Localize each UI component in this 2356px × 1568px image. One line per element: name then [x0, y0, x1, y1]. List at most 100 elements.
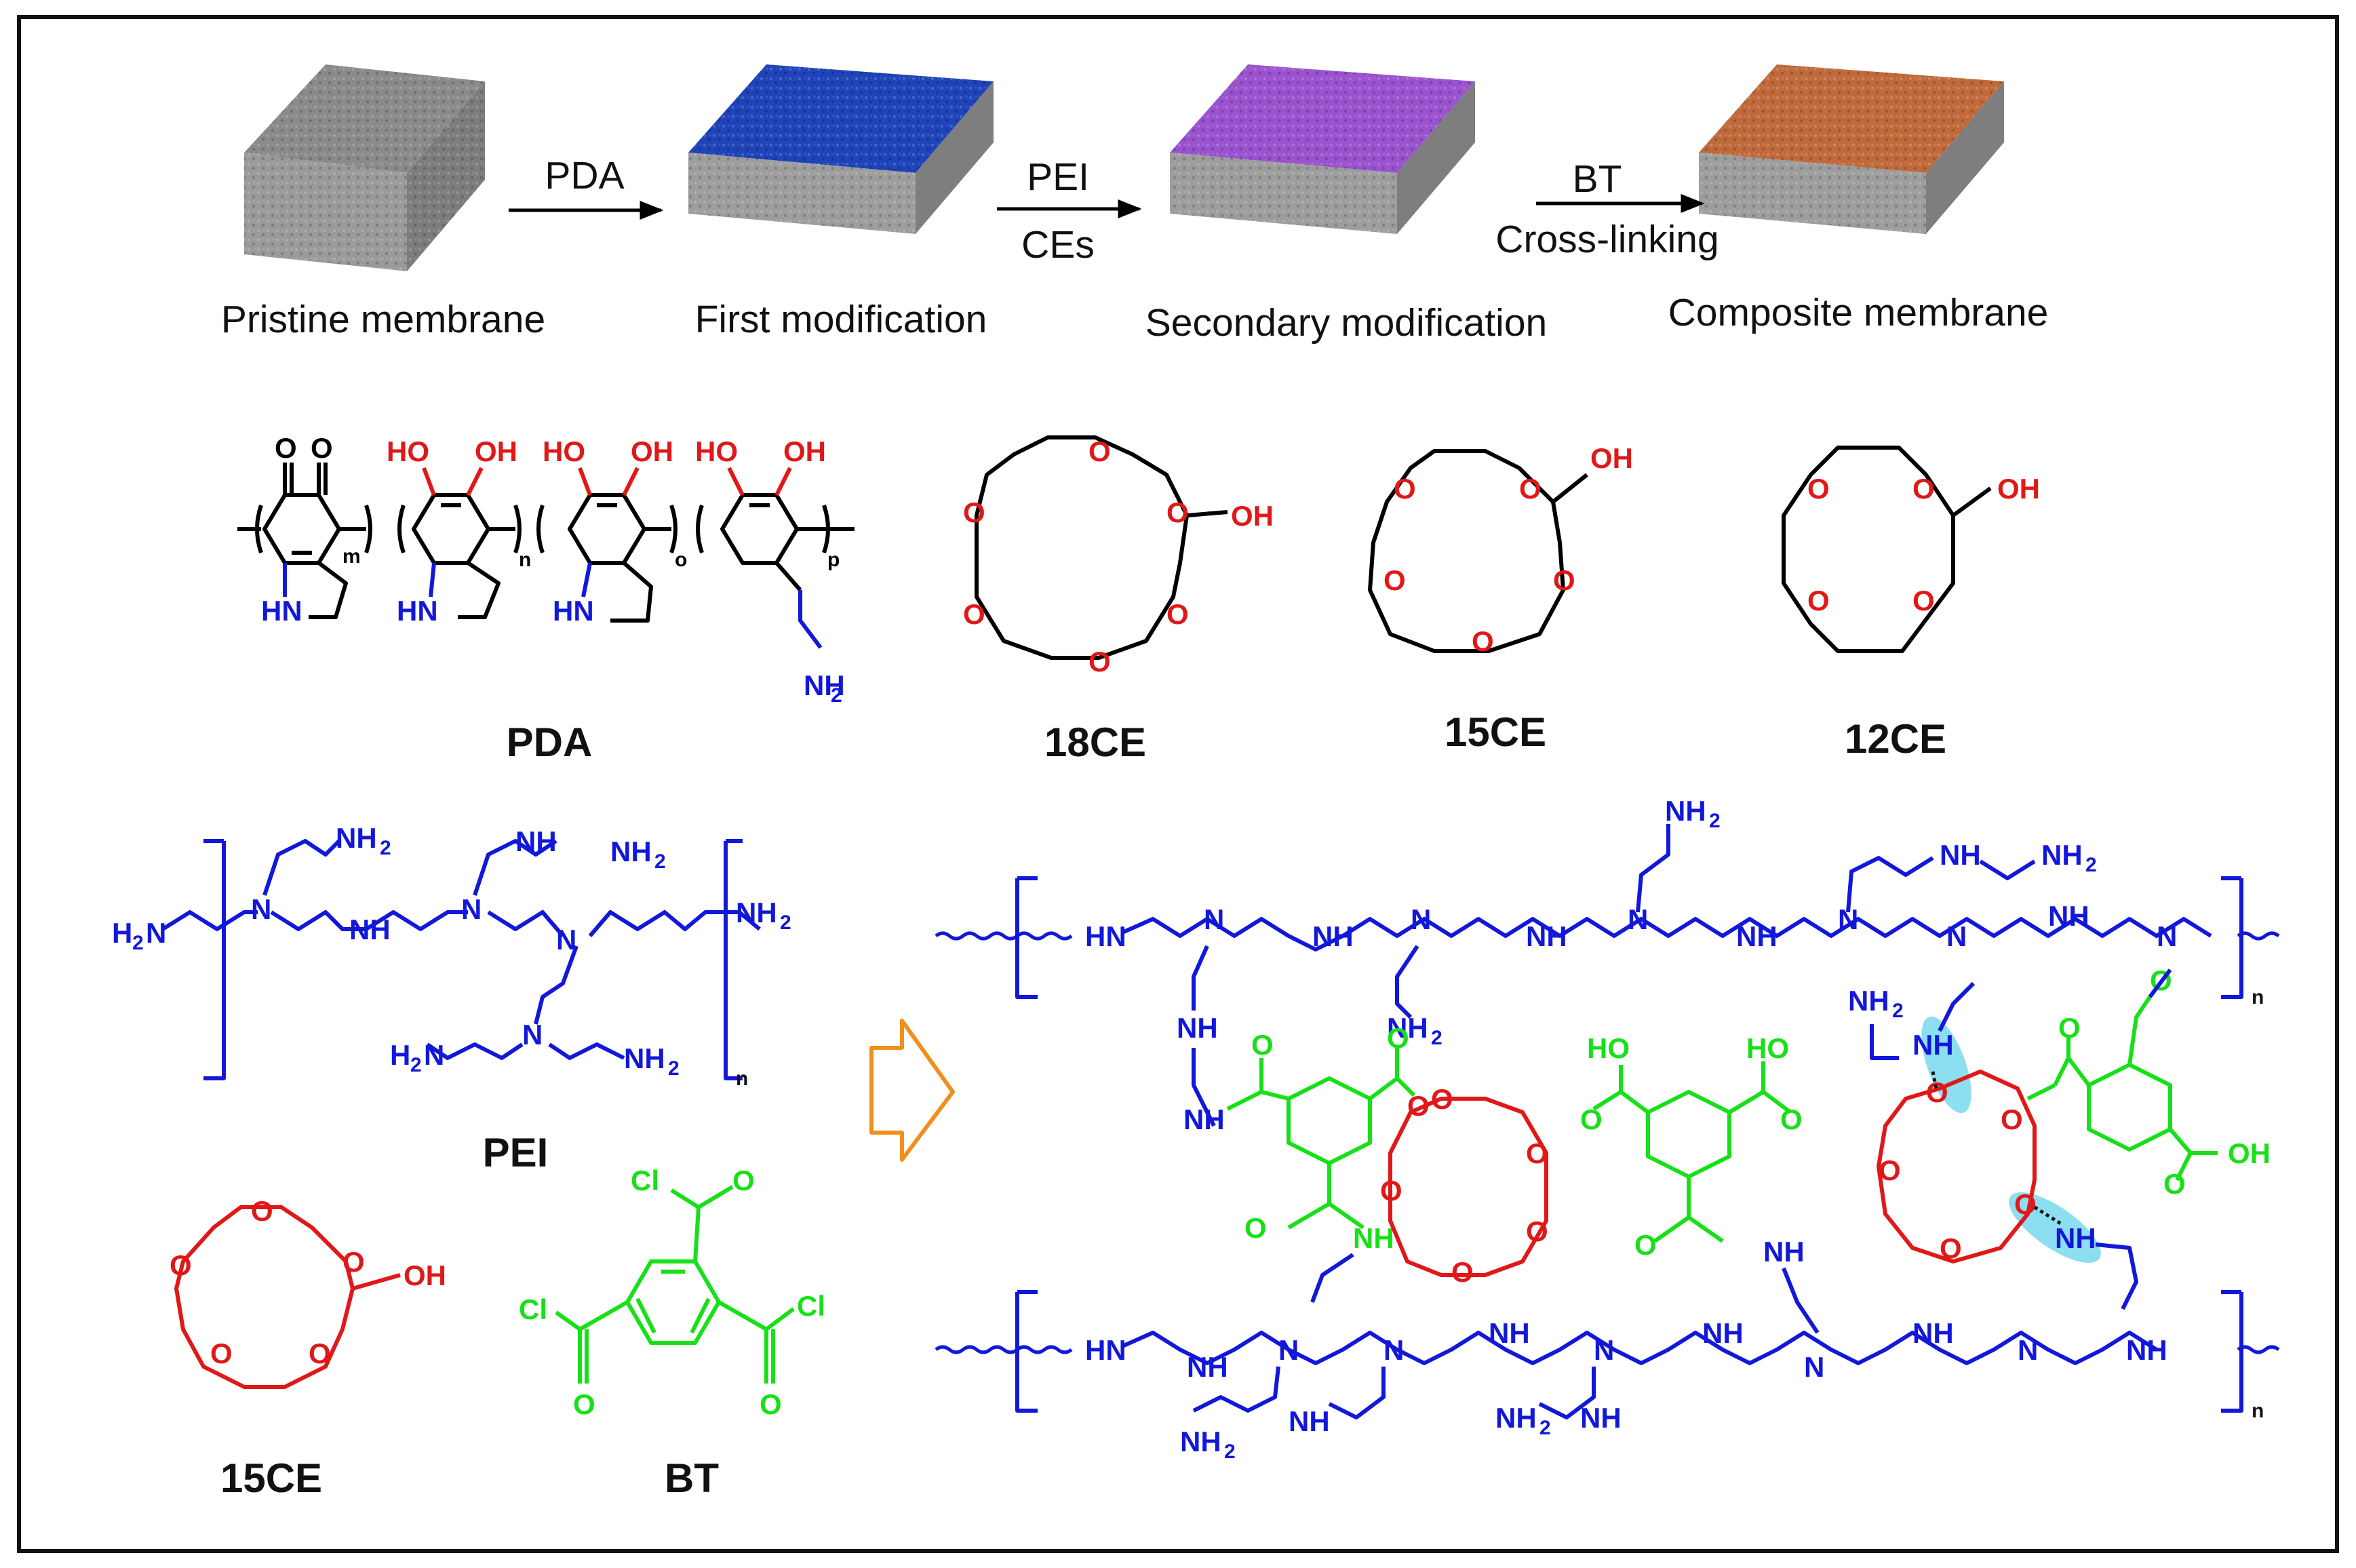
svg-text:N: N	[424, 1039, 444, 1071]
svg-text:O: O	[1926, 1076, 1948, 1108]
svg-text:O: O	[1251, 1029, 1274, 1061]
svg-text:NH: NH	[515, 825, 557, 857]
svg-text:O: O	[1166, 598, 1189, 630]
svg-text:n: n	[736, 1067, 748, 1090]
svg-text:NH: NH	[2041, 839, 2083, 871]
svg-text:O: O	[1394, 473, 1416, 505]
svg-text:NH: NH	[1289, 1405, 1330, 1437]
pei-structure: H 2 N N NH 2 NH N NH N NH 2 NH 2 H 2 N N…	[112, 822, 791, 1090]
step-label-composite: Composite membrane	[1668, 291, 2049, 334]
svg-text:O: O	[1526, 1215, 1548, 1247]
svg-text:O: O	[1088, 435, 1111, 467]
svg-text:O: O	[1526, 1137, 1548, 1169]
svg-text:O: O	[963, 496, 985, 528]
svg-text:Cl: Cl	[519, 1293, 547, 1325]
svg-text:HO: HO	[387, 435, 429, 467]
svg-text:NH: NH	[1912, 1029, 1954, 1061]
svg-text:o: o	[675, 549, 687, 571]
svg-text:O: O	[1553, 564, 1575, 596]
svg-text:Cl: Cl	[797, 1290, 825, 1322]
svg-text:O: O	[2058, 1012, 2081, 1044]
svg-text:NH: NH	[624, 1042, 665, 1074]
svg-text:O: O	[1472, 625, 1494, 657]
svg-text:O: O	[1912, 473, 1935, 505]
svg-text:O: O	[1387, 1022, 1409, 1054]
svg-text:NH: NH	[736, 897, 777, 928]
svg-text:O: O	[1519, 473, 1542, 505]
svg-text:NH: NH	[1180, 1426, 1221, 1457]
svg-text:O: O	[1807, 585, 1830, 616]
svg-text:OH: OH	[2228, 1137, 2271, 1169]
svg-text:NH: NH	[1187, 1351, 1228, 1383]
svg-text:O: O	[251, 1195, 273, 1227]
18ce-title: 18CE	[1044, 720, 1146, 765]
svg-text:N: N	[556, 924, 576, 956]
svg-text:2: 2	[654, 850, 666, 873]
figure-frame	[17, 15, 2339, 1553]
svg-text:OH: OH	[1997, 473, 2040, 505]
svg-text:O: O	[1166, 496, 1189, 528]
svg-text:N: N	[522, 1019, 543, 1051]
svg-text:n: n	[2252, 1400, 2264, 1422]
svg-text:O: O	[963, 598, 985, 630]
svg-text:CEs: CEs	[1021, 223, 1095, 267]
svg-text:OH: OH	[783, 435, 826, 467]
svg-text:OH: OH	[475, 435, 517, 467]
svg-text:O: O	[2163, 1168, 2186, 1200]
svg-text:O: O	[1634, 1229, 1657, 1261]
svg-text:NH: NH	[1665, 795, 1706, 827]
svg-text:HN: HN	[553, 595, 594, 627]
svg-text:HN: HN	[261, 595, 302, 627]
svg-text:n: n	[519, 549, 531, 571]
membrane-first-modification	[688, 64, 994, 234]
svg-text:O: O	[1580, 1103, 1603, 1135]
svg-text:O: O	[1879, 1154, 1901, 1186]
svg-text:O: O	[210, 1337, 233, 1369]
svg-text:2: 2	[1224, 1440, 1236, 1463]
svg-text:NH: NH	[1940, 839, 1981, 871]
15ce-reactant-title: 15CE	[220, 1455, 322, 1501]
svg-text:2: 2	[132, 932, 144, 954]
svg-text:O: O	[2014, 1188, 2037, 1220]
svg-text:2: 2	[780, 912, 791, 934]
hbond-highlight	[1921, 1016, 1971, 1114]
svg-text:NH: NH	[1353, 1222, 1394, 1254]
svg-text:O: O	[1380, 1175, 1402, 1207]
svg-text:PEI: PEI	[1027, 155, 1089, 199]
svg-text:2: 2	[1539, 1417, 1551, 1439]
svg-text:HO: HO	[1587, 1032, 1630, 1064]
arrow-pda: PDA	[509, 154, 664, 220]
svg-text:NH: NH	[1183, 1103, 1225, 1135]
svg-text:O: O	[170, 1249, 192, 1281]
crown-ether-12ce: O O O O OH	[1782, 446, 2040, 653]
svg-text:m: m	[342, 545, 361, 568]
svg-text:NH: NH	[610, 836, 652, 867]
svg-text:NH: NH	[1312, 920, 1354, 952]
svg-text:HO: HO	[543, 435, 585, 467]
crown-ether-18ce: O O O O O O OH	[963, 435, 1274, 678]
svg-text:NH: NH	[1763, 1236, 1805, 1268]
step-label-pristine: Pristine membrane	[221, 298, 545, 341]
svg-text:O: O	[1451, 1256, 1474, 1288]
svg-text:N: N	[1946, 920, 1967, 952]
svg-text:NH: NH	[1736, 920, 1778, 952]
crown-ether-15ce: O O O O O OH	[1368, 442, 1633, 657]
svg-text:O: O	[1780, 1103, 1803, 1135]
svg-text:Cross-linking: Cross-linking	[1495, 218, 1719, 261]
svg-text:O: O	[1912, 585, 1935, 616]
svg-text:N: N	[1411, 903, 1431, 935]
svg-text:N: N	[1278, 1334, 1299, 1366]
15ce-title: 15CE	[1445, 709, 1546, 755]
svg-text:NH: NH	[1912, 1317, 1954, 1349]
svg-text:O: O	[1431, 1083, 1453, 1115]
svg-text:2: 2	[2085, 854, 2097, 876]
pda-title: PDA	[507, 720, 593, 765]
svg-text:2: 2	[380, 837, 391, 859]
svg-text:2: 2	[668, 1057, 680, 1080]
svg-text:O: O	[732, 1164, 755, 1196]
svg-text:PDA: PDA	[545, 154, 624, 197]
svg-text:NH: NH	[1702, 1317, 1744, 1349]
pda-structure: O O HN m HO OH HN n HO OH HN o	[237, 432, 855, 707]
svg-text:NH: NH	[336, 822, 377, 854]
svg-text:N: N	[1204, 903, 1224, 935]
